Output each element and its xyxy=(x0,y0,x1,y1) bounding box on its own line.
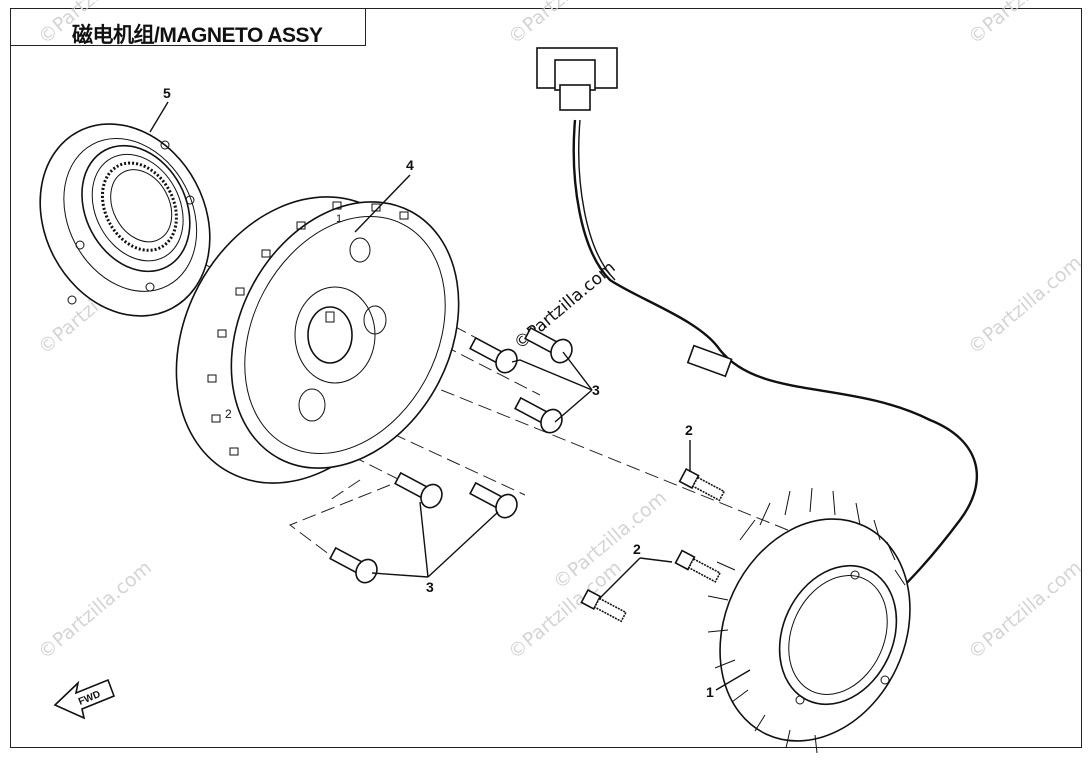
flange-bolt xyxy=(678,468,726,502)
stator-coil xyxy=(536,47,979,754)
flange-bolts xyxy=(580,468,726,623)
callout-1: 1 xyxy=(706,684,714,700)
watermark: ©Partzilla.com xyxy=(34,0,156,49)
flange-bolt xyxy=(580,588,627,623)
socket-screw xyxy=(514,396,563,434)
wire-grommet xyxy=(686,344,733,378)
watermark: ©Partzilla.com xyxy=(964,0,1086,49)
title-box: 磁电机组/MAGNETO ASSY xyxy=(10,8,366,47)
watermark: ©Partzilla.com xyxy=(34,557,156,664)
callout-2: 2 xyxy=(633,541,641,557)
socket-screw xyxy=(329,546,378,584)
page-title: 磁电机组/MAGNETO ASSY xyxy=(72,24,323,47)
bearing-seal xyxy=(39,123,211,317)
flywheel-rotor: 1 2 xyxy=(175,196,460,484)
flange-bolt xyxy=(674,549,722,583)
drawing-frame xyxy=(10,8,1082,748)
socket-screw xyxy=(469,336,518,374)
socket-screw xyxy=(469,481,518,519)
callout-4: 4 xyxy=(406,157,414,173)
watermark: ©Partzilla.com xyxy=(504,0,626,49)
callout-5: 5 xyxy=(163,85,171,101)
fwd-arrow-icon: FWD xyxy=(53,678,116,720)
callout-3: 3 xyxy=(426,579,434,595)
rotor-mark-1: 1 xyxy=(336,213,342,225)
callout-2: 2 xyxy=(685,422,693,438)
watermark: ©Partzilla.com xyxy=(964,252,1086,359)
rotor-mark-2: 2 xyxy=(225,407,232,421)
watermark: ©Partzilla.com xyxy=(964,557,1086,664)
leader-lines xyxy=(149,101,751,691)
callout-3: 3 xyxy=(592,382,600,398)
socket-screw xyxy=(394,471,443,509)
socket-screws xyxy=(329,326,573,584)
